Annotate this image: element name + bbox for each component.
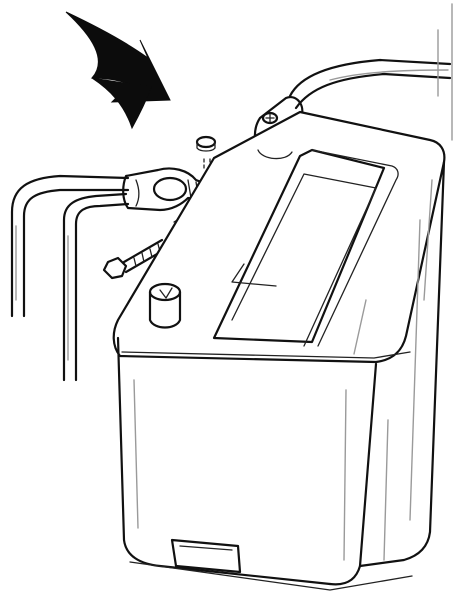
sketch-hatching	[438, 4, 452, 140]
cable-right	[290, 60, 450, 108]
curved-arrow-icon	[66, 12, 170, 128]
battery-icon	[114, 112, 445, 590]
